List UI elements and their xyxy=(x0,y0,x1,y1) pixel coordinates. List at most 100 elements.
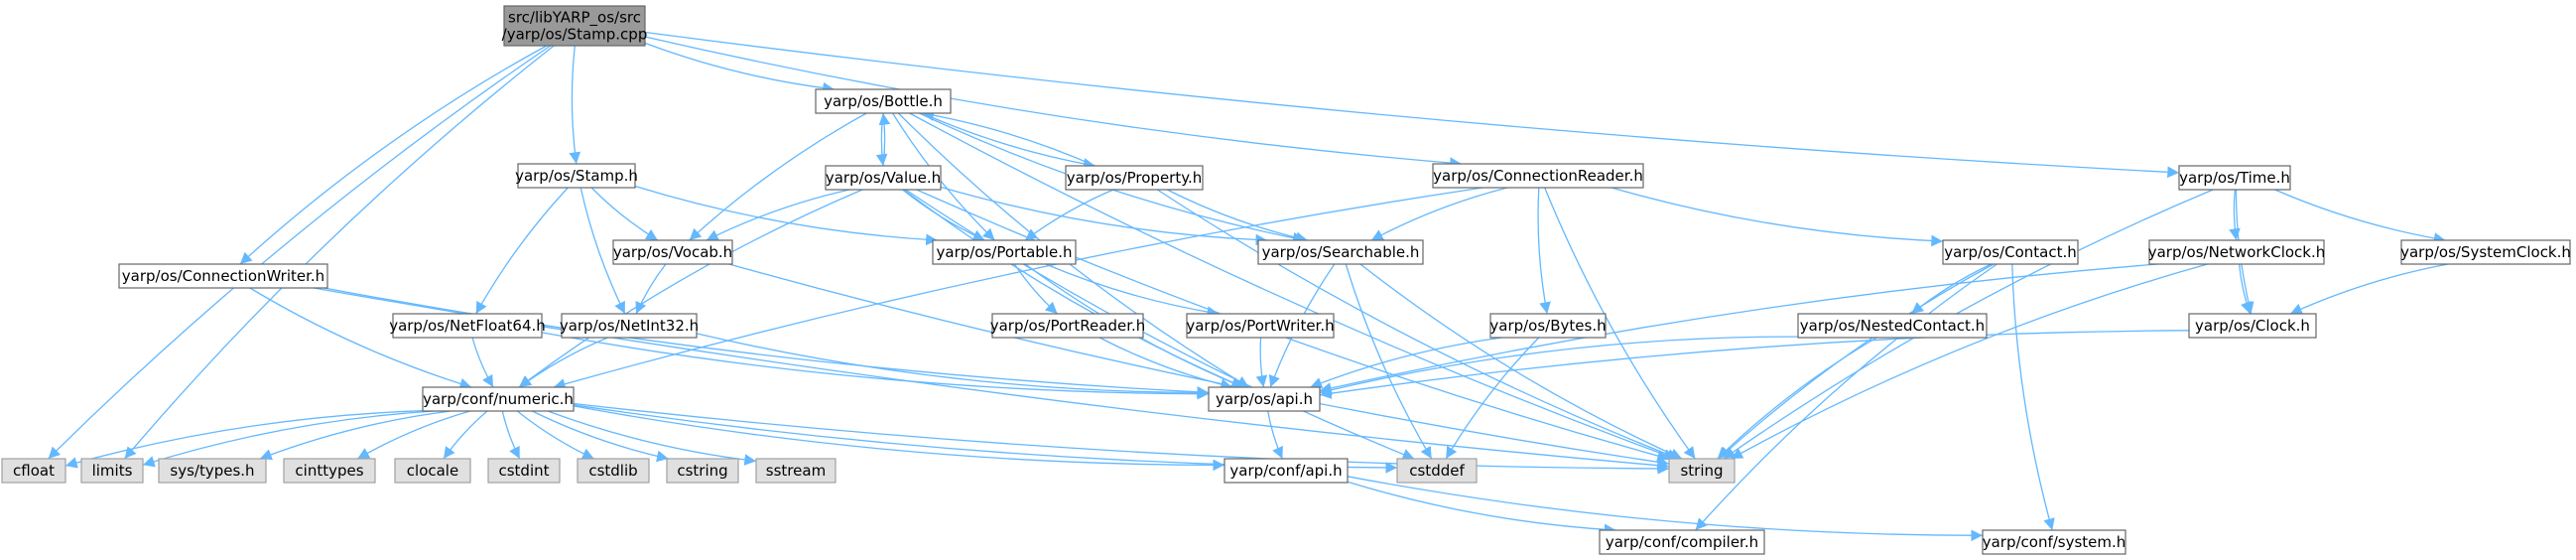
node-nestedcontact[interactable]: yarp/os/NestedContact.h xyxy=(1797,313,1988,339)
edge-confapi-to-system xyxy=(1347,476,1984,542)
edge-portreader-to-osapi xyxy=(1098,337,1233,390)
edge-netint-to-osapi xyxy=(696,333,1210,399)
edge-root-to-limits xyxy=(124,45,555,460)
node-value[interactable]: yarp/os/Value.h xyxy=(825,165,942,191)
node-clock-label: yarp/os/Clock.h xyxy=(2195,317,2310,335)
edge-clock-to-osapi xyxy=(1319,330,2190,399)
edge-connreader-to-numeric xyxy=(553,187,1483,390)
edge-value-to-searchable xyxy=(940,186,1268,246)
node-contact[interactable]: yarp/os/Contact.h xyxy=(1942,239,2079,265)
node-cstdlib: cstdlib xyxy=(577,458,650,484)
node-portwriter[interactable]: yarp/os/PortWriter.h xyxy=(1186,313,1335,339)
node-root-label: /yarp/os/Stamp.cpp xyxy=(502,26,648,44)
node-sysclock[interactable]: yarp/os/SystemClock.h xyxy=(2400,239,2571,265)
node-bytes[interactable]: yarp/os/Bytes.h xyxy=(1489,313,1607,339)
edge-bottle-to-value xyxy=(875,112,888,167)
node-connwriter[interactable]: yarp/os/ConnectionWriter.h xyxy=(118,263,328,289)
edge-contact-to-system xyxy=(2011,263,2055,531)
node-clock-box xyxy=(2188,313,2317,339)
edge-property-to-string xyxy=(1156,189,1679,461)
node-stamp[interactable]: yarp/os/Stamp.h xyxy=(515,163,638,189)
node-limits-label: limits xyxy=(92,462,133,480)
node-systypes-label: sys/types.h xyxy=(170,462,254,480)
edge-bytes-to-osapi xyxy=(1310,337,1502,389)
node-vocab-box xyxy=(612,239,733,265)
edge-root-to-stamp xyxy=(569,45,581,165)
edge-contact-to-compiler xyxy=(1695,263,1997,531)
node-bottle[interactable]: yarp/os/Bottle.h xyxy=(815,88,952,114)
edge-netclock-to-osapi xyxy=(1319,263,2158,394)
edge-value-to-bottle xyxy=(878,112,891,167)
node-netfloat[interactable]: yarp/os/NetFloat64.h xyxy=(389,313,546,339)
edge-root-to-bottle xyxy=(644,42,835,94)
edge-numeric-to-limits xyxy=(142,410,435,468)
node-osapi[interactable]: yarp/os/api.h xyxy=(1208,386,1321,412)
edge-nestedcontact-to-string xyxy=(1717,337,1877,460)
node-netclock-label: yarp/os/NetworkClock.h xyxy=(2148,243,2326,261)
edge-stamp-to-vocab xyxy=(590,187,659,241)
node-value-box xyxy=(825,165,942,191)
node-netint[interactable]: yarp/os/NetInt32.h xyxy=(560,313,699,339)
node-compiler[interactable]: yarp/conf/compiler.h xyxy=(1599,529,1765,555)
edge-bytes-to-cstddef xyxy=(1445,337,1540,460)
node-portreader-label: yarp/os/PortReader.h xyxy=(990,317,1146,335)
node-value-label: yarp/os/Value.h xyxy=(826,169,941,187)
node-confapi[interactable]: yarp/conf/api.h xyxy=(1224,458,1349,484)
edge-numeric-to-cfloat xyxy=(64,410,424,469)
node-portable[interactable]: yarp/os/Portable.h xyxy=(932,239,1077,265)
node-bytes-box xyxy=(1489,313,1607,339)
node-cinttypes: cinttypes xyxy=(283,458,376,484)
node-portwriter-label: yarp/os/PortWriter.h xyxy=(1186,317,1334,335)
node-netint-label: yarp/os/NetInt32.h xyxy=(560,317,699,335)
edge-root-to-connwriter xyxy=(239,45,548,265)
node-connreader-label: yarp/os/ConnectionReader.h xyxy=(1433,167,1643,185)
edge-connreader-to-bytes xyxy=(1537,187,1551,315)
node-confapi-label: yarp/conf/api.h xyxy=(1229,462,1342,480)
edge-value-to-string xyxy=(916,189,1670,462)
node-cstddef: cstddef xyxy=(1396,458,1478,484)
node-netclock[interactable]: yarp/os/NetworkClock.h xyxy=(2148,239,2326,265)
node-system-label: yarp/conf/system.h xyxy=(1983,533,2126,551)
nodes-layer: src/libYARP_os/src/yarp/os/Stamp.cppyarp… xyxy=(1,5,2571,555)
node-property[interactable]: yarp/os/Property.h xyxy=(1065,165,1204,191)
node-numeric-box xyxy=(422,386,575,412)
node-portreader[interactable]: yarp/os/PortReader.h xyxy=(990,313,1146,339)
node-connreader[interactable]: yarp/os/ConnectionReader.h xyxy=(1432,163,1644,189)
node-systypes: sys/types.h xyxy=(158,458,267,484)
edge-property-to-portable xyxy=(1024,189,1114,241)
node-root[interactable]: src/libYARP_os/src/yarp/os/Stamp.cpp xyxy=(502,5,648,47)
node-time-box xyxy=(2178,165,2291,191)
node-string-box xyxy=(1668,458,1736,484)
node-clocale: clocale xyxy=(394,458,471,484)
node-numeric-label: yarp/conf/numeric.h xyxy=(423,390,574,408)
edge-connwriter-to-numeric xyxy=(249,287,472,390)
node-clock[interactable]: yarp/os/Clock.h xyxy=(2188,313,2317,339)
node-clocale-label: clocale xyxy=(407,462,458,480)
edge-time-to-netclock xyxy=(2229,189,2241,241)
node-connwriter-label: yarp/os/ConnectionWriter.h xyxy=(122,267,324,285)
node-sstream-label: sstream xyxy=(766,462,826,480)
node-nestedcontact-label: yarp/os/NestedContact.h xyxy=(1800,317,1985,335)
edge-portwriter-to-osapi xyxy=(1255,337,1268,388)
edge-connreader-to-contact xyxy=(1611,187,1944,247)
node-netfloat-box xyxy=(392,313,543,339)
node-system-box xyxy=(1982,529,2126,555)
node-string: string xyxy=(1668,458,1736,484)
edge-netclock-to-string xyxy=(1731,263,2208,460)
node-limits: limits xyxy=(80,458,144,484)
node-numeric[interactable]: yarp/conf/numeric.h xyxy=(422,386,575,412)
edge-connwriter-to-osapi xyxy=(323,287,1210,398)
node-vocab[interactable]: yarp/os/Vocab.h xyxy=(612,239,733,265)
node-clocale-box xyxy=(394,458,471,484)
node-system[interactable]: yarp/conf/system.h xyxy=(1982,529,2126,555)
node-contact-box xyxy=(1942,239,2079,265)
node-portable-label: yarp/os/Portable.h xyxy=(937,243,1073,261)
edge-bottle-to-string xyxy=(909,112,1676,461)
node-cstring-label: cstring xyxy=(677,462,727,480)
edge-time-to-sysclock xyxy=(2274,189,2446,244)
node-searchable[interactable]: yarp/os/Searchable.h xyxy=(1257,239,1424,265)
node-bottle-box xyxy=(815,88,952,114)
node-root-label: src/libYARP_os/src xyxy=(508,9,641,28)
node-time[interactable]: yarp/os/Time.h xyxy=(2178,165,2291,191)
